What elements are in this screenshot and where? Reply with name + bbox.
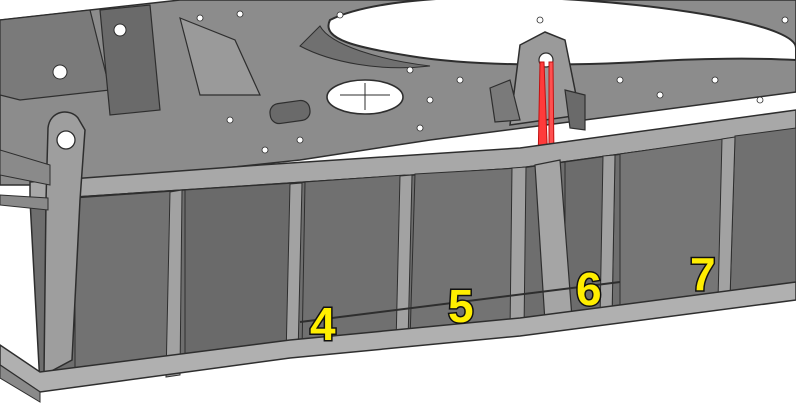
upper-deck-plate — [0, 0, 796, 186]
bay-labels: 4 5 6 7 — [309, 247, 718, 352]
lifting-lug-left — [0, 111, 86, 377]
bay-label-5: 5 — [448, 280, 474, 332]
bay-label-4: 4 — [310, 298, 336, 350]
tie-rod — [299, 281, 621, 323]
side-beam-bottom-flange — [0, 281, 796, 403]
bay-label-7: 7 — [690, 248, 716, 300]
web-stiffeners — [165, 136, 736, 378]
lifting-lug-center — [489, 31, 586, 173]
bay-label-6: 6 — [576, 263, 602, 315]
